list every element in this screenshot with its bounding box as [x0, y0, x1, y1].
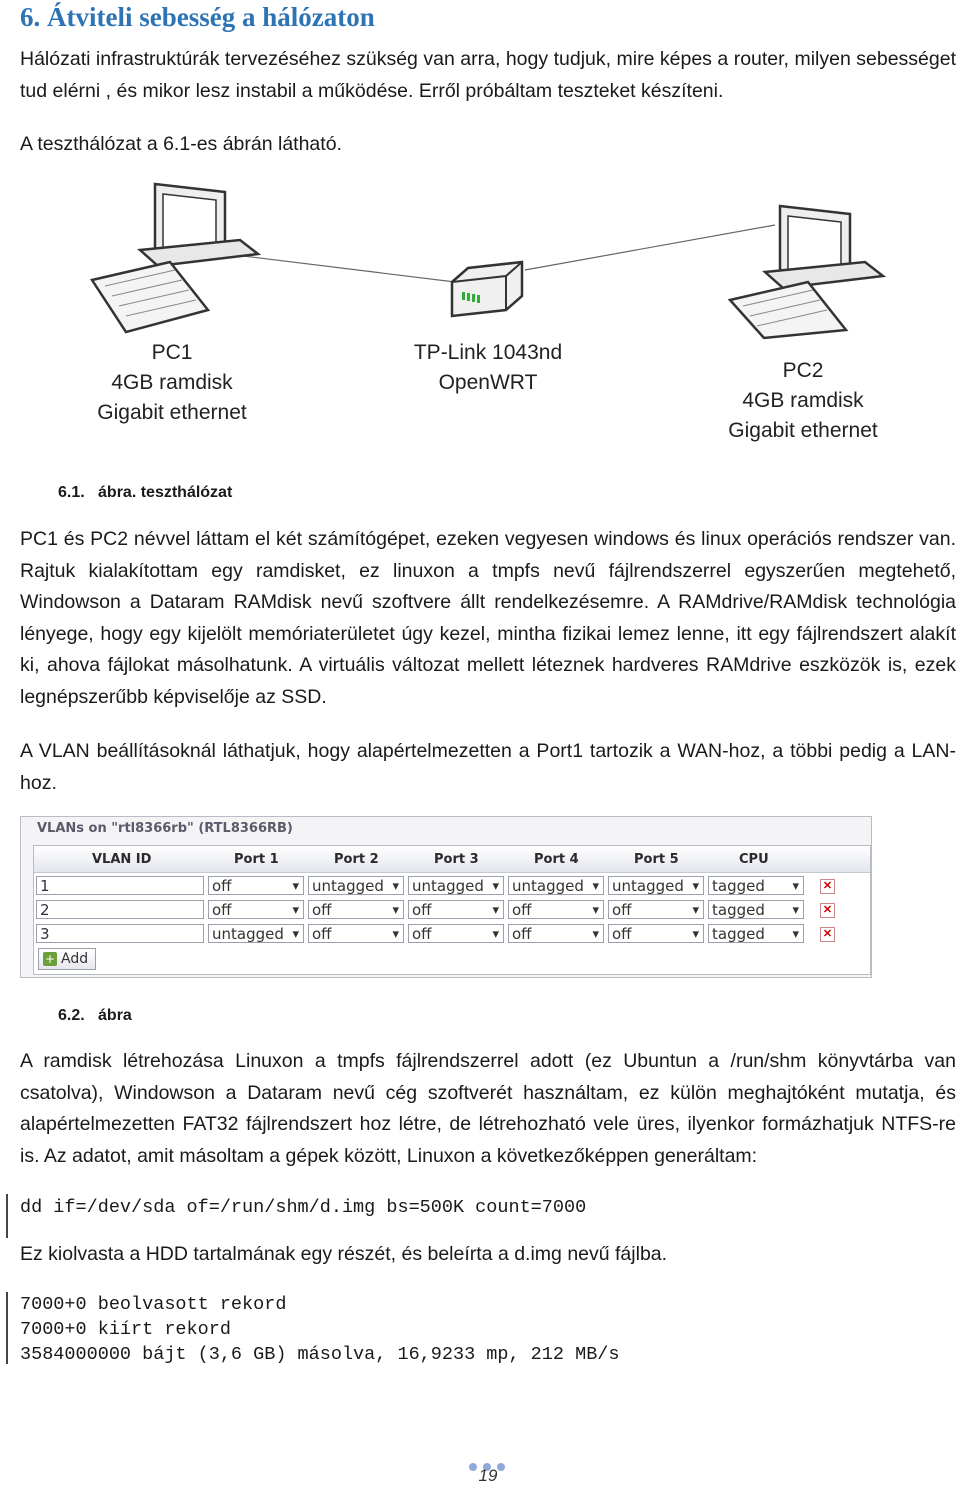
port-4-select[interactable]: untagged	[508, 876, 604, 896]
add-button-label: Add	[61, 951, 89, 967]
pc1-computer-icon	[89, 182, 262, 334]
vlan-id-input[interactable]: 2	[36, 900, 204, 919]
port-2-select[interactable]: off	[308, 924, 404, 944]
port-3-select[interactable]: off	[408, 900, 504, 920]
vlan-panel-title: VLANs on "rtl8366rb" (RTL8366RB)	[37, 821, 293, 836]
port-4-select[interactable]: off	[508, 900, 604, 920]
ramdisk-paragraph: PC1 és PC2 névvel láttam el két számítóg…	[20, 528, 956, 708]
cpu-select[interactable]: tagged	[708, 924, 804, 944]
vlan-paragraph: A VLAN beállításoknál láthatjuk, hogy al…	[20, 740, 956, 794]
intro-figure-reference: A teszthálózat a 6.1-es ábrán látható.	[20, 133, 342, 155]
figure-caption-2: 6.2. ábra	[58, 1007, 132, 1024]
router-icon	[450, 260, 524, 318]
pc1-label: PC1 4GB ramdisk Gigabit ethernet	[97, 341, 247, 424]
header-port-4: Port 4	[534, 852, 579, 867]
pc2-computer-icon	[727, 204, 887, 340]
figure-caption-1: 6.1. ábra. teszthálózat	[58, 484, 233, 501]
vlan-id-input[interactable]: 1	[36, 876, 204, 895]
delete-icon[interactable]: ✕	[820, 903, 835, 918]
intro-paragraph: Hálózati infrastruktúrák tervezéséhez sz…	[20, 48, 956, 102]
ramdisk-creation-paragraph: A ramdisk létrehozása Linuxon a tmpfs fá…	[20, 1050, 956, 1167]
vlan-id-input[interactable]: 3	[36, 924, 204, 943]
dd-output-line-2: 7000+0 kiírt rekord	[20, 1319, 231, 1340]
footer-dots	[466, 1458, 508, 1476]
dd-output-line-3: 3584000000 bájt (3,6 GB) másolva, 16,923…	[20, 1344, 620, 1365]
vlan-table-header: VLAN ID Port 1 Port 2 Port 3 Port 4 Port…	[34, 846, 870, 873]
dd-command: dd if=/dev/sda of=/run/shm/d.img bs=500K…	[20, 1197, 587, 1218]
pc2-label: PC2 4GB ramdisk Gigabit ethernet	[728, 359, 878, 442]
vlan-row: 2 off off off off off tagged ✕	[34, 900, 870, 923]
header-port-2: Port 2	[334, 852, 379, 867]
port-5-select[interactable]: off	[608, 900, 704, 920]
cpu-select[interactable]: tagged	[708, 876, 804, 896]
header-port-3: Port 3	[434, 852, 479, 867]
vlan-settings-panel: VLANs on "rtl8366rb" (RTL8366RB) VLAN ID…	[20, 816, 872, 978]
dd-output-line-1: 7000+0 beolvasott rekord	[20, 1294, 287, 1315]
code-output-bar	[6, 1292, 8, 1364]
delete-icon[interactable]: ✕	[820, 879, 835, 894]
page-number: 19	[478, 1466, 498, 1485]
vlan-row: 1 off untagged untagged untagged untagge…	[34, 876, 870, 899]
port-2-select[interactable]: off	[308, 900, 404, 920]
port-2-select[interactable]: untagged	[308, 876, 404, 896]
delete-icon[interactable]: ✕	[820, 927, 835, 942]
port-3-select[interactable]: off	[408, 924, 504, 944]
vlan-table: VLAN ID Port 1 Port 2 Port 3 Port 4 Port…	[33, 845, 871, 975]
network-diagram	[89, 182, 887, 340]
header-port-1: Port 1	[234, 852, 279, 867]
code-block-bar	[6, 1194, 8, 1238]
port-1-select[interactable]: off	[208, 876, 304, 896]
port-1-select[interactable]: untagged	[208, 924, 304, 944]
port-4-select[interactable]: off	[508, 924, 604, 944]
header-cpu: CPU	[739, 852, 769, 867]
add-icon: +	[43, 952, 57, 966]
vlan-row: 3 untagged off off off off tagged ✕	[34, 924, 870, 947]
section-heading: 6. Átviteli sebesség a hálózaton	[20, 2, 375, 32]
port-3-select[interactable]: untagged	[408, 876, 504, 896]
port-5-select[interactable]: untagged	[608, 876, 704, 896]
header-port-5: Port 5	[634, 852, 679, 867]
router-label: TP-Link 1043nd OpenWRT	[413, 341, 563, 394]
port-1-select[interactable]: off	[208, 900, 304, 920]
header-vlan-id: VLAN ID	[92, 852, 152, 867]
add-vlan-button[interactable]: + Add	[38, 948, 96, 970]
cpu-select[interactable]: tagged	[708, 900, 804, 920]
port-5-select[interactable]: off	[608, 924, 704, 944]
dd-explanation: Ez kiolvasta a HDD tartalmának egy részé…	[20, 1243, 668, 1265]
